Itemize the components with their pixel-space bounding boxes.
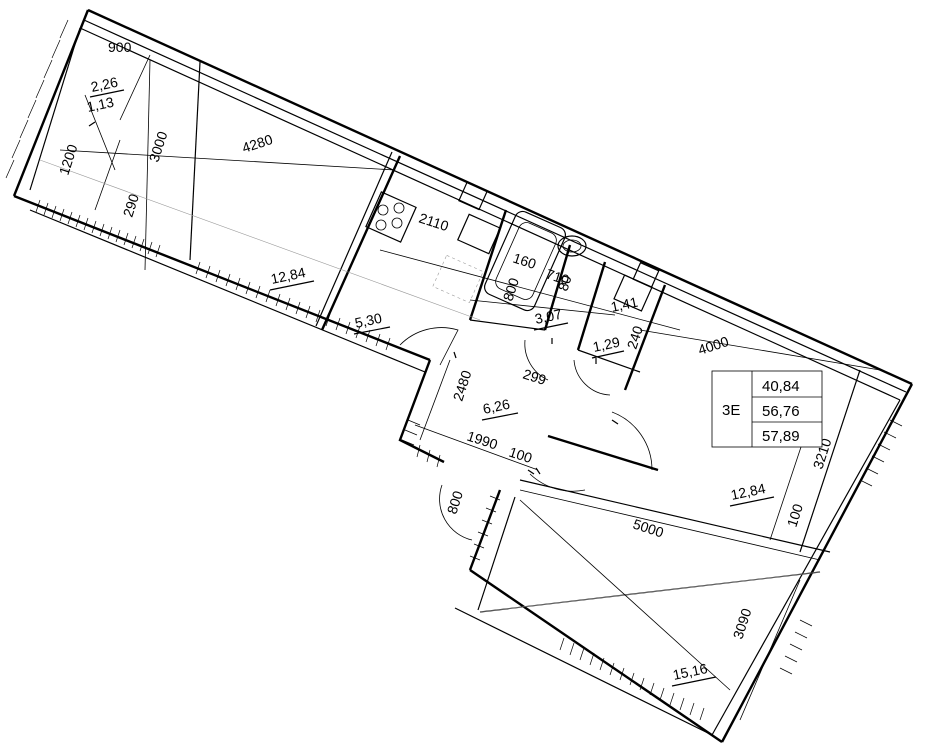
area-bedroom-right: 12,84: [729, 480, 767, 503]
dim-5000: 5000: [631, 516, 666, 541]
bathtub-icon: [483, 210, 567, 312]
area-wc: 1,29: [591, 334, 621, 355]
dim-800: 800: [500, 276, 523, 303]
fixtures: [365, 181, 660, 312]
dim-2480: 2480: [450, 368, 475, 403]
area-balcony-b: 1,13: [85, 94, 115, 115]
dim-1990: 1990: [465, 428, 500, 453]
vent-icon: [632, 261, 660, 289]
dim-4280: 4280: [240, 131, 275, 156]
area-labels: 2,26 1,13 12,84 5,30 3,07 1,29 1,41 6,26…: [85, 74, 775, 687]
dim-299: 299: [521, 366, 548, 389]
dim-3000: 3000: [146, 129, 171, 164]
total-with-balcony-value: 57,89: [762, 428, 800, 445]
door-swings: [84, 54, 653, 541]
dimension-labels: 900 3000 4280 1200 290 2110 160 710 80 8…: [56, 39, 835, 641]
dim-240: 240: [624, 324, 647, 351]
area-room-bottom: 15,16: [671, 660, 709, 683]
kitchen-sink-icon: [456, 213, 502, 255]
summary-table-frame: [711, 370, 823, 448]
living-area-value: 40,84: [762, 378, 800, 395]
dim-2110: 2110: [417, 210, 451, 235]
dim-80: 80: [555, 273, 575, 293]
dim-290: 290: [120, 192, 143, 219]
dim-100-hall: 100: [507, 444, 534, 467]
area-hall: 6,26: [481, 396, 511, 417]
area-balcony-a: 2,26: [89, 74, 119, 95]
washbasin-icon: [557, 235, 587, 257]
dimension-lines: [59, 59, 881, 721]
dim-3090: 3090: [730, 606, 755, 641]
dim-900-top: 900: [108, 39, 132, 55]
area-wc-small: 1,41: [609, 294, 639, 315]
dim-160: 160: [511, 250, 538, 273]
area-bath: 3,07: [533, 306, 563, 327]
dim-710: 710: [544, 266, 571, 289]
hatched-walls: [5, 19, 903, 721]
dim-1200: 1200: [56, 142, 81, 177]
construction-lines: [39, 159, 821, 691]
outer-walls: [12, 8, 914, 743]
area-kitchen: 5,30: [353, 310, 383, 331]
apartment-type: 3Е: [722, 402, 740, 419]
interior-walls: [189, 61, 861, 613]
dim-4000: 4000: [696, 333, 731, 358]
fridge-icon: [432, 254, 484, 304]
stove-icon: [365, 191, 417, 243]
total-area-value: 56,76: [762, 403, 800, 420]
dim-800-bottom: 800: [444, 489, 467, 516]
tick-marks: [88, 121, 619, 475]
vent-icon: [458, 181, 488, 211]
area-summary-table: 3Е 40,84 56,76 57,89: [711, 370, 823, 448]
area-living-left: 12,84: [269, 264, 307, 287]
dim-100-right: 100: [784, 502, 807, 529]
